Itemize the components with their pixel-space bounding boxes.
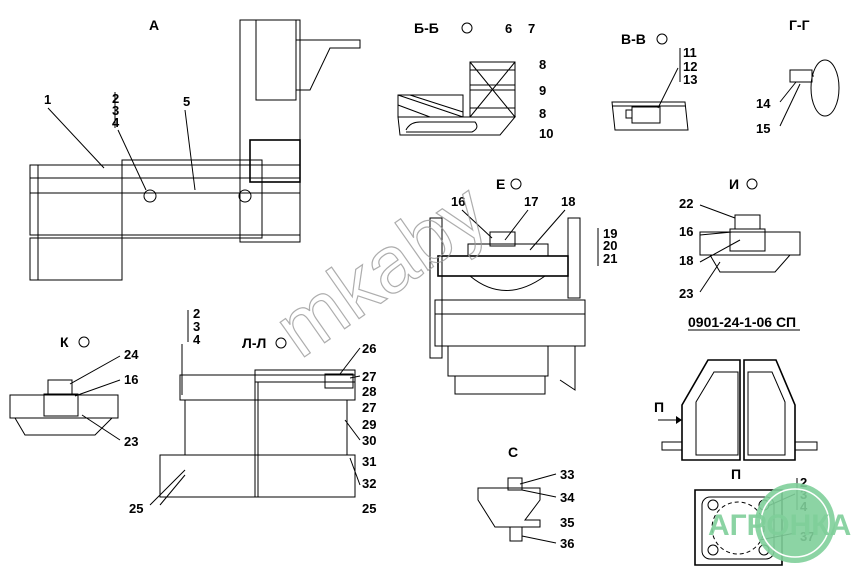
view-k [9, 355, 121, 441]
callout: 25 [129, 501, 143, 516]
view-rotation-icon [275, 337, 287, 349]
callouts: 1 2 3 4 5 6 7 8 9 8 10 11 12 13 14 15 16… [44, 21, 814, 551]
agronka-logo: АГРОНКА [708, 483, 851, 563]
view-rotation-icon [78, 336, 90, 348]
view-title-e: Е [496, 176, 505, 192]
callout: 8 [539, 57, 546, 72]
view-rotation-icon [510, 178, 522, 190]
callout: 12 [683, 59, 697, 74]
view-bb [397, 61, 517, 136]
callout: 10 [539, 126, 553, 141]
callout: 35 [560, 515, 574, 530]
callout: 1 [44, 92, 51, 107]
callout: 18 [561, 194, 575, 209]
callout: 19 [603, 226, 617, 241]
view-a [29, 19, 361, 281]
view-arrow-p: П [654, 399, 664, 415]
view-gg [779, 59, 840, 127]
view-i [699, 204, 801, 293]
view-e [429, 209, 599, 395]
callout: 2 [800, 475, 807, 490]
callout: 16 [124, 372, 138, 387]
callout: 16 [451, 194, 465, 209]
callout: 23 [679, 286, 693, 301]
view-title-i: И [729, 176, 739, 192]
callout: 21 [603, 251, 617, 266]
callout: 2 [193, 306, 200, 321]
callout: 24 [124, 347, 139, 362]
callout: 5 [183, 94, 190, 109]
callout: 7 [528, 21, 535, 36]
view-title-a: А [149, 17, 159, 33]
view-title-k: К [60, 334, 69, 350]
view-rotation-icon [656, 33, 668, 45]
view-title-ll: Л-Л [242, 335, 266, 351]
callout: 6 [505, 21, 512, 36]
callout: 20 [603, 238, 617, 253]
callout: 25 [362, 501, 376, 516]
callout: 15 [756, 121, 770, 136]
view-title-bb: Б-Б [414, 20, 439, 36]
callout: 9 [539, 83, 546, 98]
callout: 14 [756, 96, 771, 111]
callout: 4 [193, 332, 201, 347]
callout: 8 [539, 106, 546, 121]
view-ll [149, 310, 361, 506]
callout: 13 [683, 72, 697, 87]
callout: 27 [362, 400, 376, 415]
callout: 36 [560, 536, 574, 551]
callout: 3 [193, 319, 200, 334]
callout: 4 [112, 115, 120, 130]
view-vv [611, 48, 689, 131]
callout: 32 [362, 476, 376, 491]
view-title-vv: В-В [621, 31, 646, 47]
callout: 3 [112, 103, 119, 118]
callout: 17 [524, 194, 538, 209]
view-title-s: С [508, 444, 518, 460]
callout: 28 [362, 384, 376, 399]
view-title-p: П [731, 466, 741, 482]
callout: 29 [362, 417, 376, 432]
callout: 27 [362, 369, 376, 384]
callout: 23 [124, 434, 138, 449]
callout: 33 [560, 467, 574, 482]
callout: 18 [679, 253, 693, 268]
callout: 30 [362, 433, 376, 448]
view-s [477, 473, 557, 544]
callout: 34 [560, 490, 575, 505]
callout: 16 [679, 224, 693, 239]
callout: 31 [362, 454, 376, 469]
callout: 26 [362, 341, 376, 356]
view-titles: А Б-Б В-В Г-Г Е И К Л-Л С П П 0901-24-1-… [60, 17, 810, 482]
callout: 11 [683, 45, 697, 60]
callout: 2 [112, 91, 119, 106]
callout: 22 [679, 196, 693, 211]
view-rotation-icon [746, 178, 758, 190]
view-rotation-icon [461, 22, 473, 34]
watermark: mkaby [259, 166, 503, 374]
spec-title: 0901-24-1-06 СП [688, 314, 796, 330]
logo-text: АГРОНКА [708, 509, 851, 542]
view-title-gg: Г-Г [789, 17, 810, 33]
